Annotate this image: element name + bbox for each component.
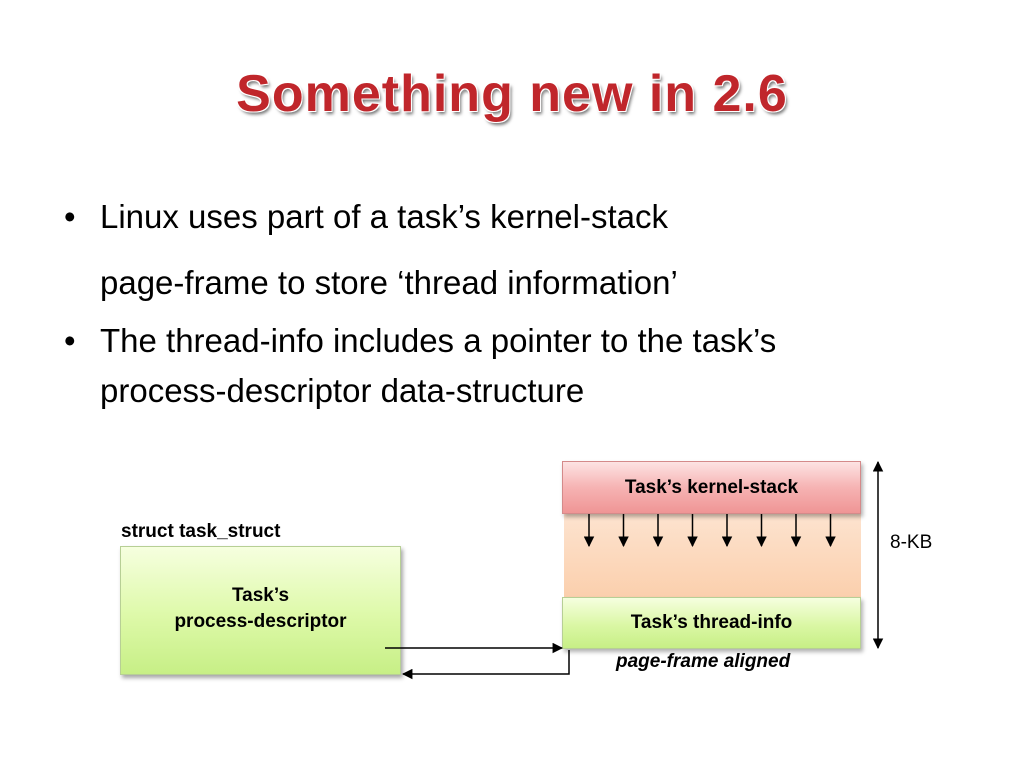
bullet-item-2: • The thread-info includes a pointer to … (64, 316, 984, 416)
kernel-stack-box: Task’s kernel-stack (562, 461, 861, 514)
process-descriptor-line-1: Task’s (231, 585, 290, 606)
bullet-1-line-2: page-frame to store ‘thread information’ (100, 264, 678, 301)
bullet-1-line-1: Linux uses part of a task’s kernel-stack (100, 198, 668, 235)
page-frame-aligned-label: page-frame aligned (616, 651, 791, 672)
kernel-stack-area (564, 514, 861, 599)
slide-title: Something new in 2.6 (236, 65, 788, 123)
bullet-2-line-2: process-descriptor data-structure (100, 372, 585, 409)
bullet-dot: • (64, 322, 76, 359)
bullet-item-1: • Linux uses part of a task’s kernel-sta… (64, 192, 984, 308)
bullet-dot: • (64, 198, 76, 235)
bullet-list: • Linux uses part of a task’s kernel-sta… (64, 192, 984, 416)
struct-task-struct-label: struct task_struct (121, 521, 281, 542)
bullet-2-line-1: The thread-info includes a pointer to th… (100, 322, 777, 359)
process-descriptor-box: Task’s process-descriptor (120, 546, 401, 675)
thread-info-box: Task’s thread-info (562, 597, 861, 649)
size-label: 8-KB (890, 532, 933, 553)
process-descriptor-line-2: process-descriptor (174, 611, 347, 632)
pointer-arrow-to-descriptor (401, 650, 570, 680)
